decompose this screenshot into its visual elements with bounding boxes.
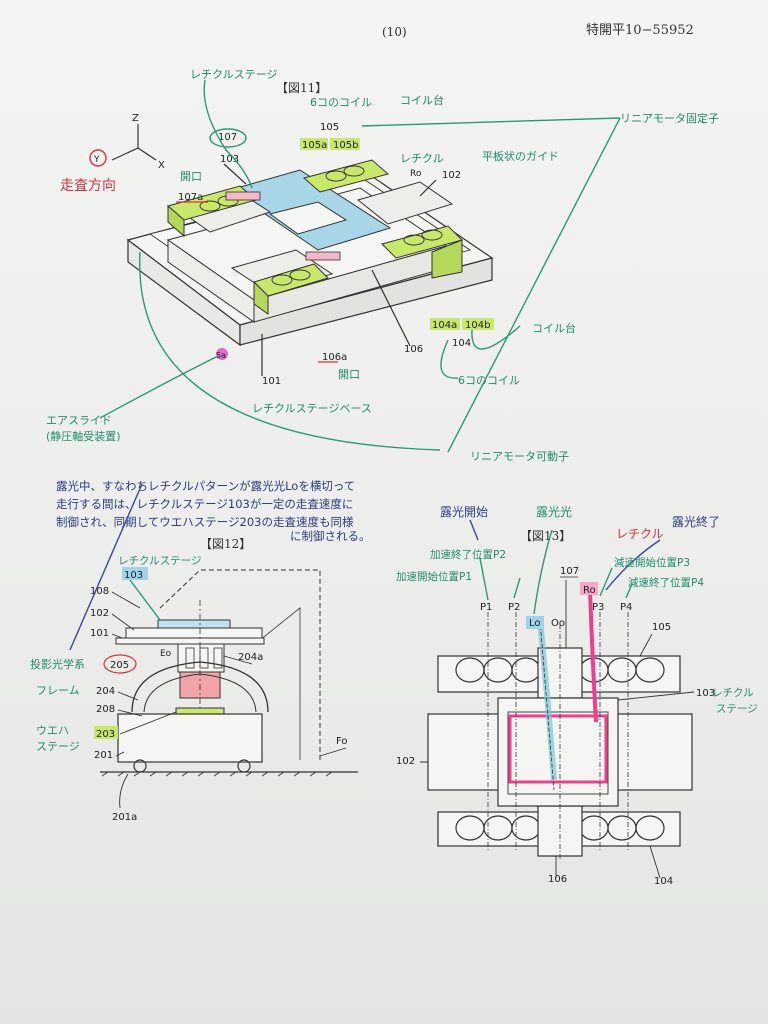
ref-eo: Eo (160, 649, 172, 659)
pos-ro: Ro (583, 585, 596, 596)
note-six-coil-top: 6コのコイル (310, 96, 372, 109)
ref-208: 208 (96, 704, 115, 715)
ref-fo: Fo (336, 736, 348, 747)
note-exposure-light: 露光光 (536, 505, 572, 519)
ref-106: 106 (404, 344, 423, 355)
ref-102-13: 102 (396, 756, 415, 767)
fig12-title: 【図12】 (200, 537, 251, 551)
note-accel-start: 加速開始位置P1 (396, 570, 472, 583)
note-reticle-13: レチクル (616, 527, 664, 541)
ref-204a: 204a (238, 652, 263, 663)
axis-x-label: X (158, 160, 165, 171)
note-frame: フレーム (36, 684, 80, 697)
ref-108-12: 108 (90, 586, 109, 597)
ref-204: 204 (96, 686, 115, 697)
publication-number: 特開平10−55952 (586, 23, 694, 38)
axis-y-label: Y (93, 155, 100, 165)
fig12-drawing (100, 569, 358, 777)
note-exposure-start: 露光開始 (440, 505, 488, 519)
axis-z-label: Z (132, 113, 139, 124)
fig11-stage-base-drawing (126, 159, 494, 360)
note-coil-base-top: コイル台 (400, 93, 444, 107)
note-reticle-11: レチクル (400, 152, 444, 165)
ref-105a: 105a (302, 140, 327, 151)
fig13-drawing (427, 589, 693, 860)
ref-104-13: 104 (654, 876, 673, 887)
ref-103: 103 (220, 154, 239, 165)
note-linear-mover: リニアモータ可動子 (470, 449, 569, 463)
ref-104b: 104b (465, 320, 490, 331)
note-wafer-1: ウエハ (36, 724, 69, 737)
ref-103-13: 103 (696, 688, 715, 699)
note-linear-stator: リニアモータ固定子 (620, 111, 719, 125)
note-opening-bottom: 開口 (338, 368, 360, 381)
ref-101-12: 101 (90, 628, 109, 639)
pos-p4: P4 (620, 602, 632, 613)
ref-106a: 106a (322, 352, 347, 363)
fig12-leaders (69, 483, 347, 809)
fig11-leaders (99, 79, 621, 453)
pos-p3: P3 (592, 602, 604, 613)
ref-5a: 5a (216, 351, 226, 360)
ref-205: 205 (110, 660, 129, 671)
pos-oo: Oo (551, 618, 565, 629)
ref-102-12: 102 (90, 608, 109, 619)
note-scan-direction: 走査方向 (60, 178, 116, 194)
note-decel-start: 減速開始位置P3 (614, 556, 690, 569)
note-exposure-end: 露光終了 (672, 514, 720, 529)
note-wafer-2: ステージ (36, 740, 80, 753)
ref-107a: 107a (178, 192, 203, 203)
ref-203: 203 (96, 729, 115, 740)
ref-105-13: 105 (652, 622, 671, 633)
exposure-note-line3: 制御され、同期してウエハステージ203の走査速度も同様 (56, 515, 354, 529)
note-coil-base-right: コイル台 (532, 321, 576, 335)
note-decel-end: 減速終了位置P4 (628, 576, 704, 589)
note-stage-base: レチクルステージベース (252, 402, 372, 415)
ref-107-13: 107 (560, 566, 579, 577)
note-plate-guide: 平板状のガイド (482, 149, 559, 163)
note-six-coil-bottom: 6コのコイル (458, 374, 520, 387)
page-number: (10) (382, 25, 407, 39)
ref-104: 104 (452, 338, 471, 349)
note-reticle-stage-12: レチクルステージ (118, 555, 201, 567)
exposure-note-line2: 走行する間は、レチクルステージ103が一定の走査速度に (56, 497, 353, 511)
ref-102: 102 (442, 170, 461, 181)
ref-104a: 104a (432, 320, 457, 331)
fig11-title: 【図11】 (276, 81, 327, 95)
note-reticle-stage-13a: レチクル (712, 687, 754, 699)
pos-p2: P2 (508, 602, 520, 613)
fig13-leaders (420, 519, 695, 879)
ref-103-12: 103 (124, 570, 143, 581)
note-reticle-stage-13b: ステージ (716, 703, 758, 715)
exposure-note-line4: に制御される。 (290, 529, 371, 543)
fig13-title: 【図13】 (520, 529, 571, 543)
ref-105b: 105b (333, 140, 358, 151)
note-reticle-stage-11: レチクルステージ (190, 68, 277, 81)
ref-105: 105 (320, 122, 339, 133)
axes-icon (89, 124, 157, 167)
pos-lo: Lo (529, 618, 541, 629)
pos-p1: P1 (480, 602, 492, 613)
ref-101: 101 (262, 376, 281, 387)
note-air-slide-1: エアスライド (46, 414, 112, 427)
ref-201: 201 (94, 750, 113, 761)
ref-106-13: 106 (548, 874, 567, 885)
note-accel-end: 加速終了位置P2 (430, 548, 506, 561)
ref-107: 107 (218, 132, 237, 143)
note-air-slide-2: (静圧軸受装置) (46, 429, 121, 443)
exposure-note-line1: 露光中、すなわちレチクルパターンが露光光Loを横切って (56, 479, 355, 493)
note-opening-top: 開口 (180, 170, 202, 183)
ref-201a: 201a (112, 812, 137, 823)
ref-ro-11: Ro (410, 169, 422, 179)
note-projection: 投影光学系 (30, 657, 85, 671)
